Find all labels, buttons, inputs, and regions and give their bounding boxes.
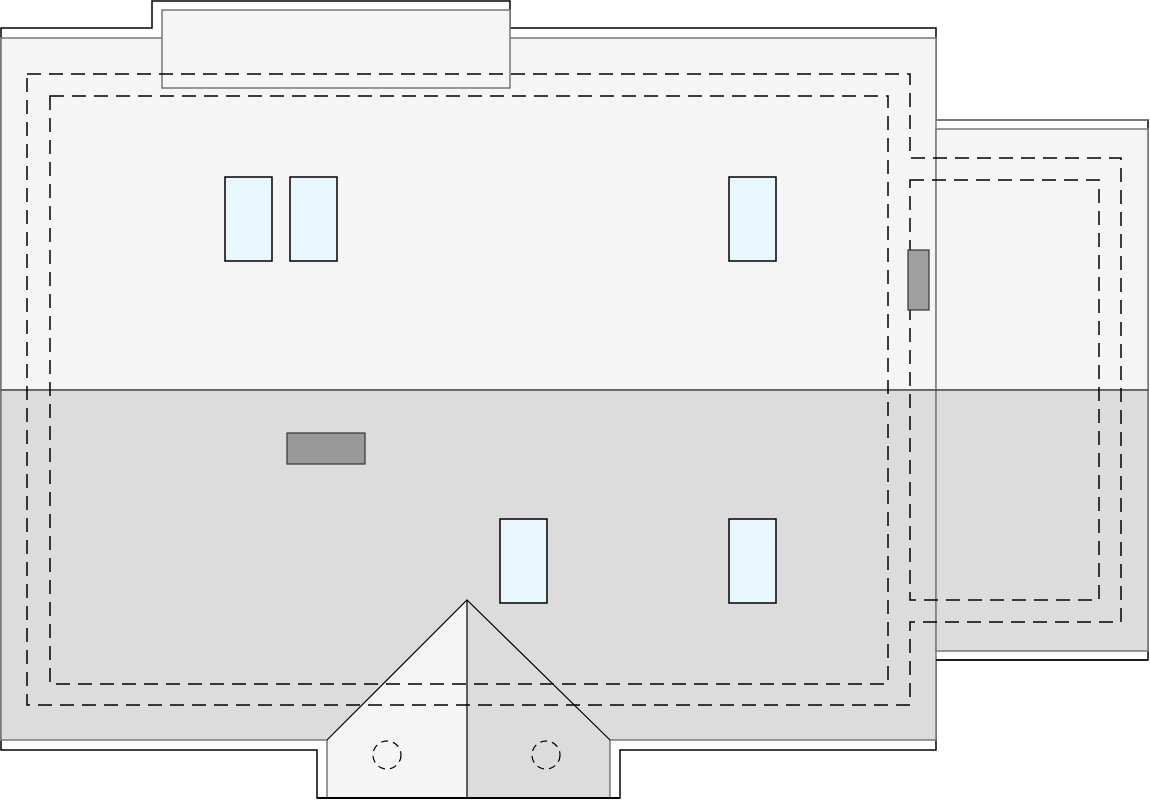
skylight [728,518,777,604]
skylight [224,176,273,262]
wall-dashed-inner [49,95,889,685]
top-dormer [161,9,511,89]
skylight [289,176,338,262]
skylight [499,518,548,604]
chimney [286,432,366,465]
wing-roof-lower [935,389,1149,652]
roof-upper-slope [0,37,937,391]
gable-right-face [467,600,610,798]
chimney [907,249,930,311]
wing-wall-dashed-inner [909,179,1100,601]
vent-right-icon [531,740,561,770]
skylight [728,176,777,262]
gable-left-face [327,600,467,798]
wing-roof-upper [935,128,1149,391]
wall-dashed-outer [26,73,1122,706]
vent-left-icon [372,740,402,770]
